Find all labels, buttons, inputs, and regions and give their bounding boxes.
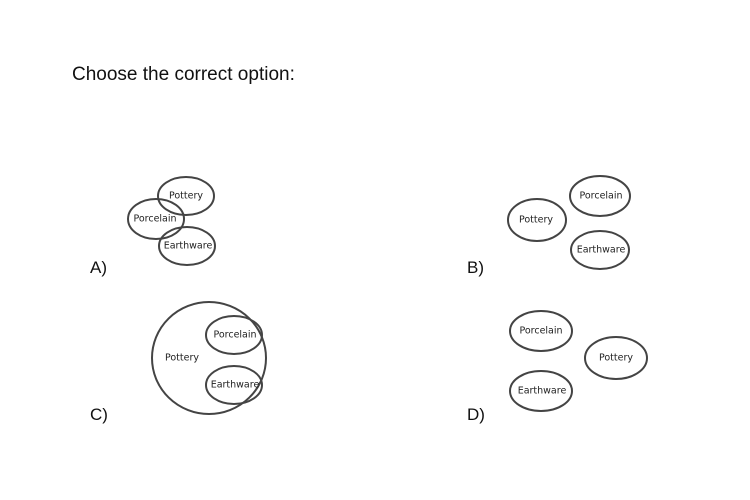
option-d-pottery-text: Pottery [599,353,633,364]
option-c-porcelain-text: Porcelain [213,330,256,341]
option-b-porcelain-oval [569,175,631,217]
question-prompt: Choose the correct option: [72,64,295,85]
option-a-diagram[interactable]: Pottery Porcelain Earthware [127,176,216,266]
option-b-pottery-oval [507,198,567,242]
option-d-label[interactable]: D) [467,405,485,424]
option-c-pottery-text: Pottery [165,353,199,364]
option-d-pottery-oval [584,336,648,380]
option-d-porcelain-text: Porcelain [519,326,562,337]
option-a-porcelain-oval [127,198,185,240]
option-b-label[interactable]: B) [467,258,484,277]
option-c-earthware-text: Earthware [211,380,260,391]
option-c-porcelain-oval [205,315,263,355]
option-b-earthware-oval [570,230,630,270]
option-d-diagram[interactable]: Porcelain Pottery Earthware [509,310,648,412]
option-a-earthware-text: Earthware [164,241,213,252]
option-c-diagram[interactable]: Pottery Porcelain Earthware [151,301,267,415]
option-c-label[interactable]: C) [90,405,108,424]
option-a-label[interactable]: A) [90,258,107,277]
option-a-pottery-oval [157,176,215,216]
option-d-earthware-text: Earthware [518,386,567,397]
option-b-porcelain-text: Porcelain [579,191,622,202]
option-b-diagram[interactable]: Porcelain Pottery Earthware [507,175,631,270]
option-a-earthware-oval [158,226,216,266]
option-b-earthware-text: Earthware [577,245,626,256]
option-c-earthware-oval [205,365,263,405]
option-a-pottery-text: Pottery [169,191,203,202]
option-c-pottery-circle [151,301,267,415]
option-a-porcelain-text: Porcelain [133,214,176,225]
option-b-pottery-text: Pottery [519,215,553,226]
option-d-earthware-oval [509,370,573,412]
option-d-porcelain-oval [509,310,573,352]
